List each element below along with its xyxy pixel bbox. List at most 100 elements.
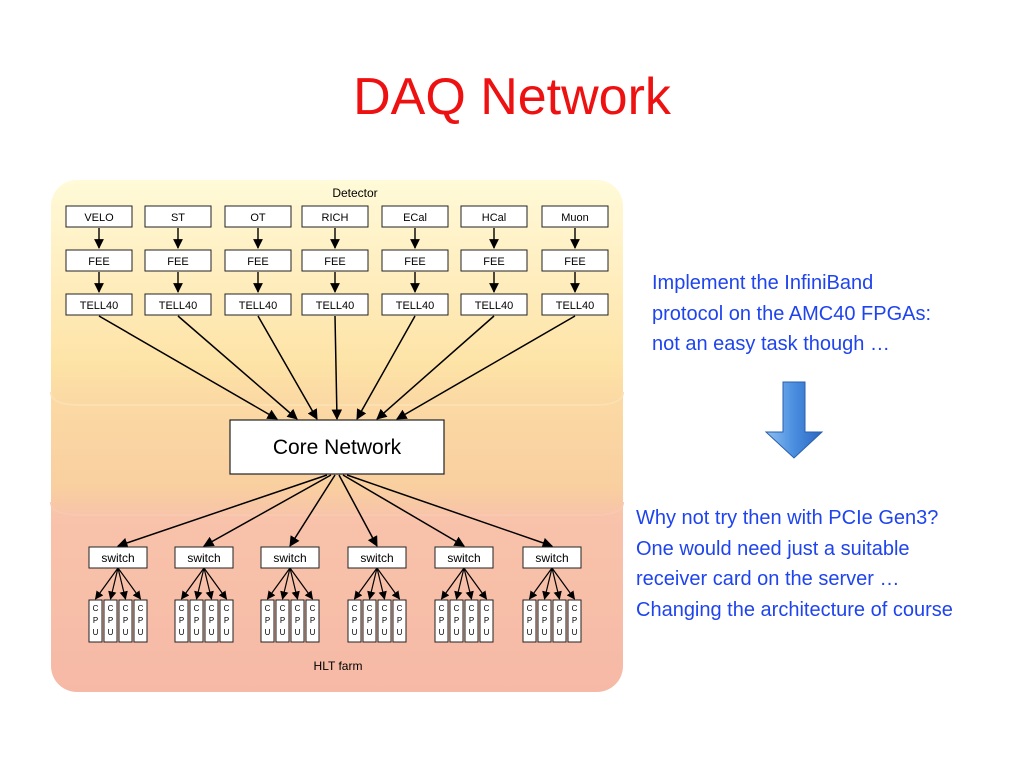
arrow (194, 567, 205, 600)
cpu-letter: U (382, 628, 388, 637)
arrow (331, 315, 343, 421)
cpu-letter: C (138, 604, 144, 613)
cpu-letter: C (123, 604, 129, 613)
cpu-box (88, 599, 103, 643)
arrow (376, 567, 387, 600)
subdetector-ecal-label: ECal (403, 212, 427, 224)
arrow (203, 567, 227, 600)
fee-box (301, 249, 369, 272)
subdetector-st-label: ST (171, 212, 185, 224)
fee-label: FEE (88, 256, 109, 268)
cpu-box (260, 599, 275, 643)
cpu-letter: C (108, 604, 114, 613)
arrow (354, 567, 378, 600)
note-line: receiver card on the server … (636, 568, 900, 590)
arrow (463, 567, 474, 600)
switch-label: switch (447, 551, 480, 565)
switch-box (260, 546, 320, 569)
arrow (203, 567, 214, 600)
arrow (289, 567, 300, 600)
cpu-letter: U (454, 628, 460, 637)
cpu-letter: U (224, 628, 230, 637)
note-line: Changing the architecture of course (636, 598, 953, 621)
cpu-letter: P (310, 616, 315, 625)
cpu-box (133, 599, 148, 643)
cpu-box (434, 599, 449, 643)
slide-title: DAQ Network (353, 68, 671, 126)
arrow (367, 567, 378, 600)
arrow (289, 474, 336, 547)
note-line: not an easy task though … (652, 333, 890, 355)
cpu-letter: P (484, 616, 489, 625)
switch-box (347, 546, 407, 569)
switch-box (434, 546, 494, 569)
cpu-letter: C (295, 604, 301, 613)
cpu-box (219, 599, 234, 643)
arrow (117, 474, 328, 548)
arrow-layer (94, 228, 580, 600)
fee-label: FEE (247, 256, 268, 268)
cpu-letter: P (209, 616, 214, 625)
tell40-label: TELL40 (556, 300, 595, 312)
tell40-box (301, 293, 369, 316)
cpu-letter: P (265, 616, 270, 625)
cpu-letter: P (179, 616, 184, 625)
arrow (95, 567, 119, 600)
cpu-letter: P (108, 616, 113, 625)
fee-box (65, 249, 133, 272)
cpu-box (347, 599, 362, 643)
cpu-box (305, 599, 320, 643)
cpu-letter: U (397, 628, 403, 637)
arrow (203, 474, 332, 547)
arrow (356, 315, 416, 420)
cpu-letter: C (209, 604, 215, 613)
subdetector-ot-label: OT (250, 212, 266, 224)
note-line: protocol on the AMC40 FPGAs: (652, 302, 932, 325)
arrow (117, 567, 128, 600)
cpu-letter: C (382, 604, 388, 613)
subdetector-ecal-box (381, 205, 449, 228)
cpu-letter: U (367, 628, 373, 637)
hlt-farm-footer: HLT farm (314, 659, 363, 673)
subdetector-rich-label: RICH (322, 212, 349, 224)
fee-label: FEE (564, 256, 585, 268)
cpu-box (118, 599, 133, 643)
arrow (289, 567, 313, 600)
cpu-letter: U (439, 628, 445, 637)
fee-box (381, 249, 449, 272)
arrow (396, 315, 576, 420)
cpu-box (377, 599, 392, 643)
arrow (98, 315, 278, 420)
cpu-letter: C (194, 604, 200, 613)
cpu-letter: C (397, 604, 403, 613)
cpu-letter: P (572, 616, 577, 625)
cpu-box (392, 599, 407, 643)
arrow (454, 567, 465, 600)
arrow (257, 315, 318, 420)
note-line: Implement the InfiniBand (652, 272, 874, 294)
note-line: One would need just a suitable (636, 537, 910, 560)
subdetector-hcal-box (460, 205, 528, 228)
fee-box (144, 249, 212, 272)
core-network-label: Core Network (273, 436, 402, 459)
cpu-letter: U (469, 628, 475, 637)
subdetector-muon-box (541, 205, 609, 228)
arrow (280, 567, 291, 600)
fee-label: FEE (404, 256, 425, 268)
cpu-letter: C (310, 604, 316, 613)
cpu-letter: C (439, 604, 445, 613)
cpu-letter: C (484, 604, 490, 613)
cpu-letter: U (123, 628, 129, 637)
cpu-letter: U (265, 628, 271, 637)
cpu-letter: P (439, 616, 444, 625)
cpu-letter: C (280, 604, 286, 613)
cpu-letter: U (557, 628, 563, 637)
subdetector-ot-box (224, 205, 292, 228)
cpu-letter: P (397, 616, 402, 625)
tell40-box (224, 293, 292, 316)
tell40-box (541, 293, 609, 316)
tell40-box (144, 293, 212, 316)
switch-label: switch (187, 551, 220, 565)
arrow (108, 567, 119, 600)
cpu-box (464, 599, 479, 643)
